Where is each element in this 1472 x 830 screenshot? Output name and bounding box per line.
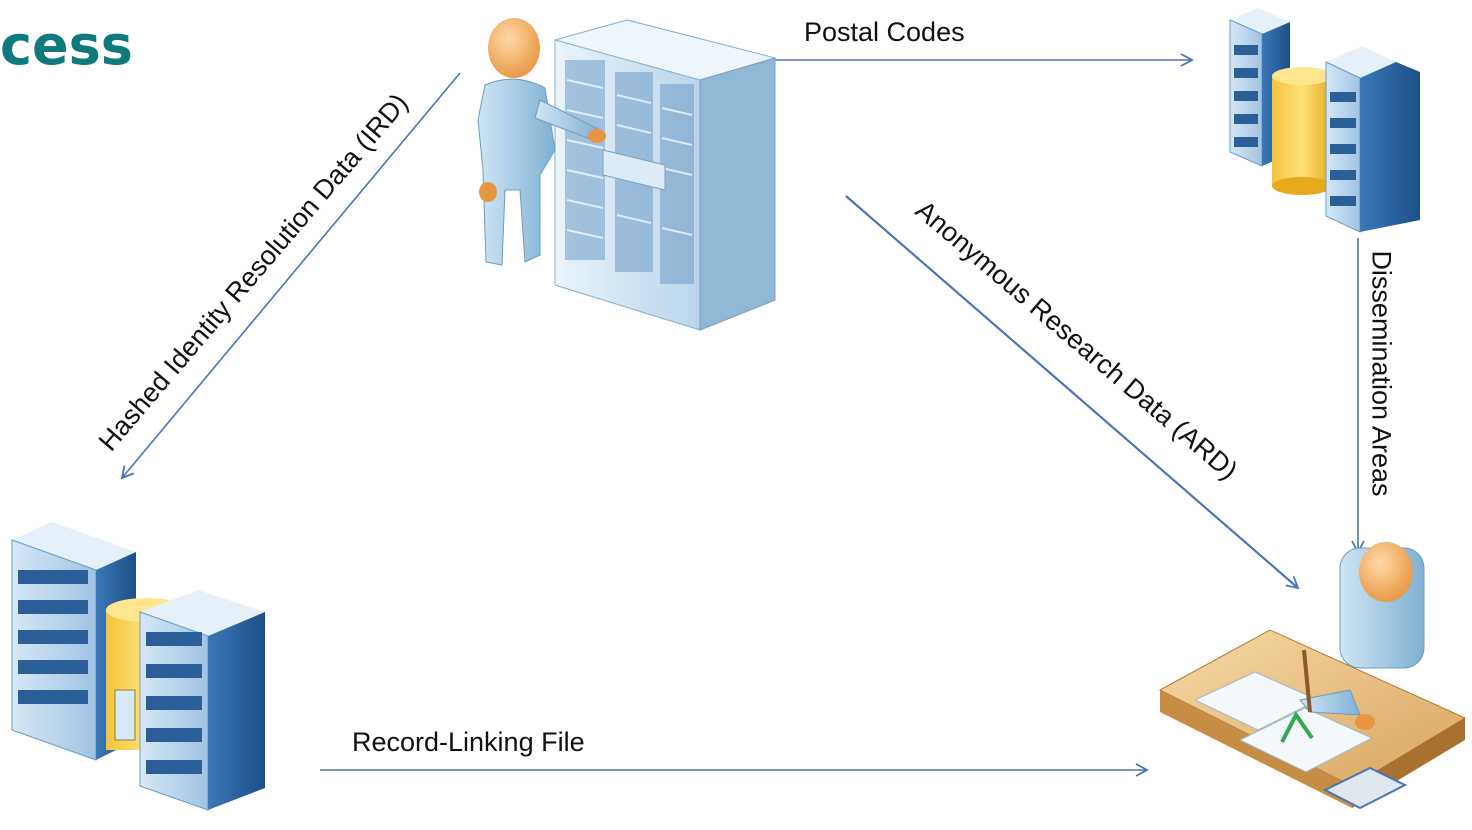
record-linking-label: Record-Linking File bbox=[352, 727, 585, 757]
server-database-icon bbox=[1229, 8, 1420, 233]
dissemination-areas-label: Dissemination Areas bbox=[1366, 250, 1397, 497]
ird-arrow bbox=[120, 72, 461, 480]
server-database-icon bbox=[11, 522, 265, 811]
ard-arrow bbox=[845, 195, 1300, 590]
person-at-server-rack-icon bbox=[477, 18, 777, 331]
slide-title: cess bbox=[0, 14, 133, 77]
researcher-at-desk-icon bbox=[1158, 542, 1467, 810]
postal-codes-label: Postal Codes bbox=[804, 17, 965, 47]
